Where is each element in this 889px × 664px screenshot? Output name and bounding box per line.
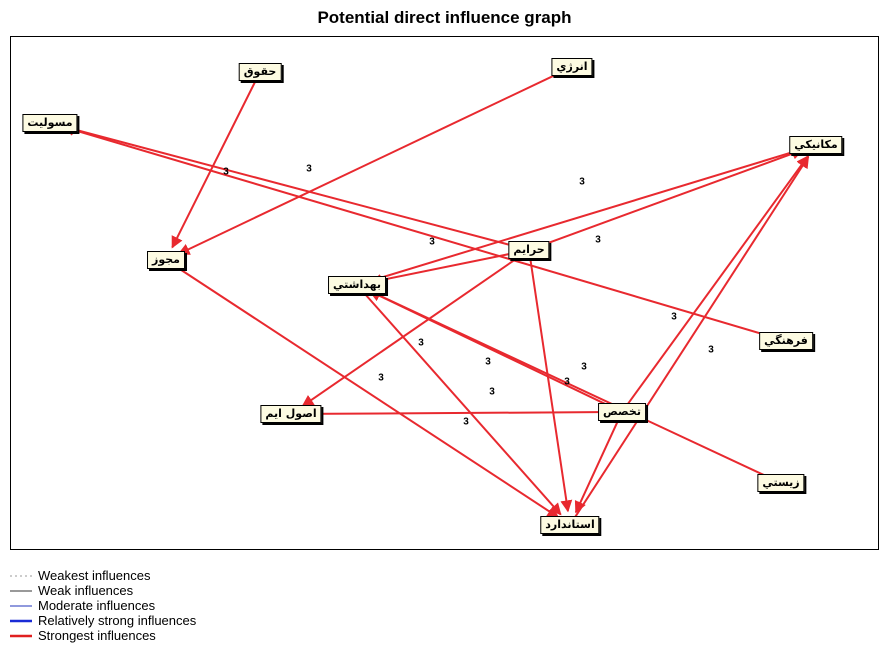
edge-behdasht-mekan [366, 146, 804, 284]
node-mekan[interactable]: مكانيكي [789, 136, 843, 154]
legend-item: Moderate influences [10, 598, 196, 613]
edge-weight-label: 3 [463, 416, 469, 428]
node-haqq[interactable]: حقوق [238, 63, 282, 81]
edge-weight-label: 3 [378, 372, 384, 384]
legend-swatch [10, 619, 32, 622]
legend-label: Weakest influences [38, 568, 151, 583]
edge-haqq-mojavv [171, 80, 257, 249]
legend-item: Weak influences [10, 583, 196, 598]
node-energy[interactable]: انرژي [551, 58, 593, 76]
edge-weight-label: 3 [595, 234, 601, 246]
node-behdasht[interactable]: بهداشتي [328, 276, 386, 294]
edge-mojavv-stand [173, 264, 560, 519]
legend-item: Strongest influences [10, 628, 196, 643]
graph-frame: حقوق انرژي مسوليت مكانيكي مجوز حرايم بهداشتي فر… [10, 36, 879, 550]
edge-weight-label: 3 [429, 236, 435, 248]
edge-weight-label: 3 [223, 166, 229, 178]
node-takhas[interactable]: تخصص [598, 403, 646, 421]
node-farhang[interactable]: فرهنگي [759, 332, 813, 350]
node-harim[interactable]: حرايم [508, 241, 550, 259]
edge-takhas-osul [303, 407, 613, 420]
edge-weight-label: 3 [671, 311, 677, 323]
edge-takhas-mekan [627, 155, 809, 405]
edge-harim-stand [529, 259, 573, 513]
edge-harim-mekan [538, 147, 804, 248]
node-stand[interactable]: استاندارد [540, 516, 600, 534]
legend-item: Relatively strong influences [10, 613, 196, 628]
node-osul[interactable]: اصول ايم [260, 405, 322, 423]
edge-weight-label: 3 [418, 337, 424, 349]
edge-weight-label: 3 [579, 176, 585, 188]
edge-farhang-masul [62, 124, 777, 340]
edge-weight-label: 3 [489, 386, 495, 398]
legend-label: Weak influences [38, 583, 134, 598]
legend-item: Weakest influences [10, 568, 196, 583]
edge-energy-mojavv [177, 70, 564, 255]
legend-swatch [10, 605, 32, 606]
node-masul[interactable]: مسوليت [22, 114, 78, 132]
edge-weight-label: 3 [708, 344, 714, 356]
edge-zist-behdasht [368, 290, 773, 480]
legend-label: Strongest influences [38, 628, 156, 643]
edge-stand-mekan [574, 155, 810, 518]
page-title: Potential direct influence graph [317, 8, 572, 27]
legend-swatch [10, 575, 32, 576]
edge-harim-behdasht [369, 251, 520, 286]
legend-swatch [10, 590, 32, 591]
edge-behdasht-stand [362, 291, 562, 516]
edge-weight-label: 3 [306, 163, 312, 175]
edge-takhas-stand [574, 420, 619, 514]
node-mojavv[interactable]: مجوز [147, 251, 185, 269]
legend-swatch [10, 634, 32, 637]
influence-graph [62, 70, 810, 519]
edge-weight-label: 3 [485, 356, 491, 368]
edge-weight-label: 3 [564, 376, 570, 388]
legend-label: Relatively strong influences [38, 613, 197, 628]
edge-harim-osul [301, 254, 522, 407]
node-zist[interactable]: زيستي [757, 474, 805, 492]
edge-weight-label: 3 [581, 361, 587, 373]
edge-harim-masul [62, 123, 520, 249]
legend-label: Moderate influences [38, 598, 156, 613]
